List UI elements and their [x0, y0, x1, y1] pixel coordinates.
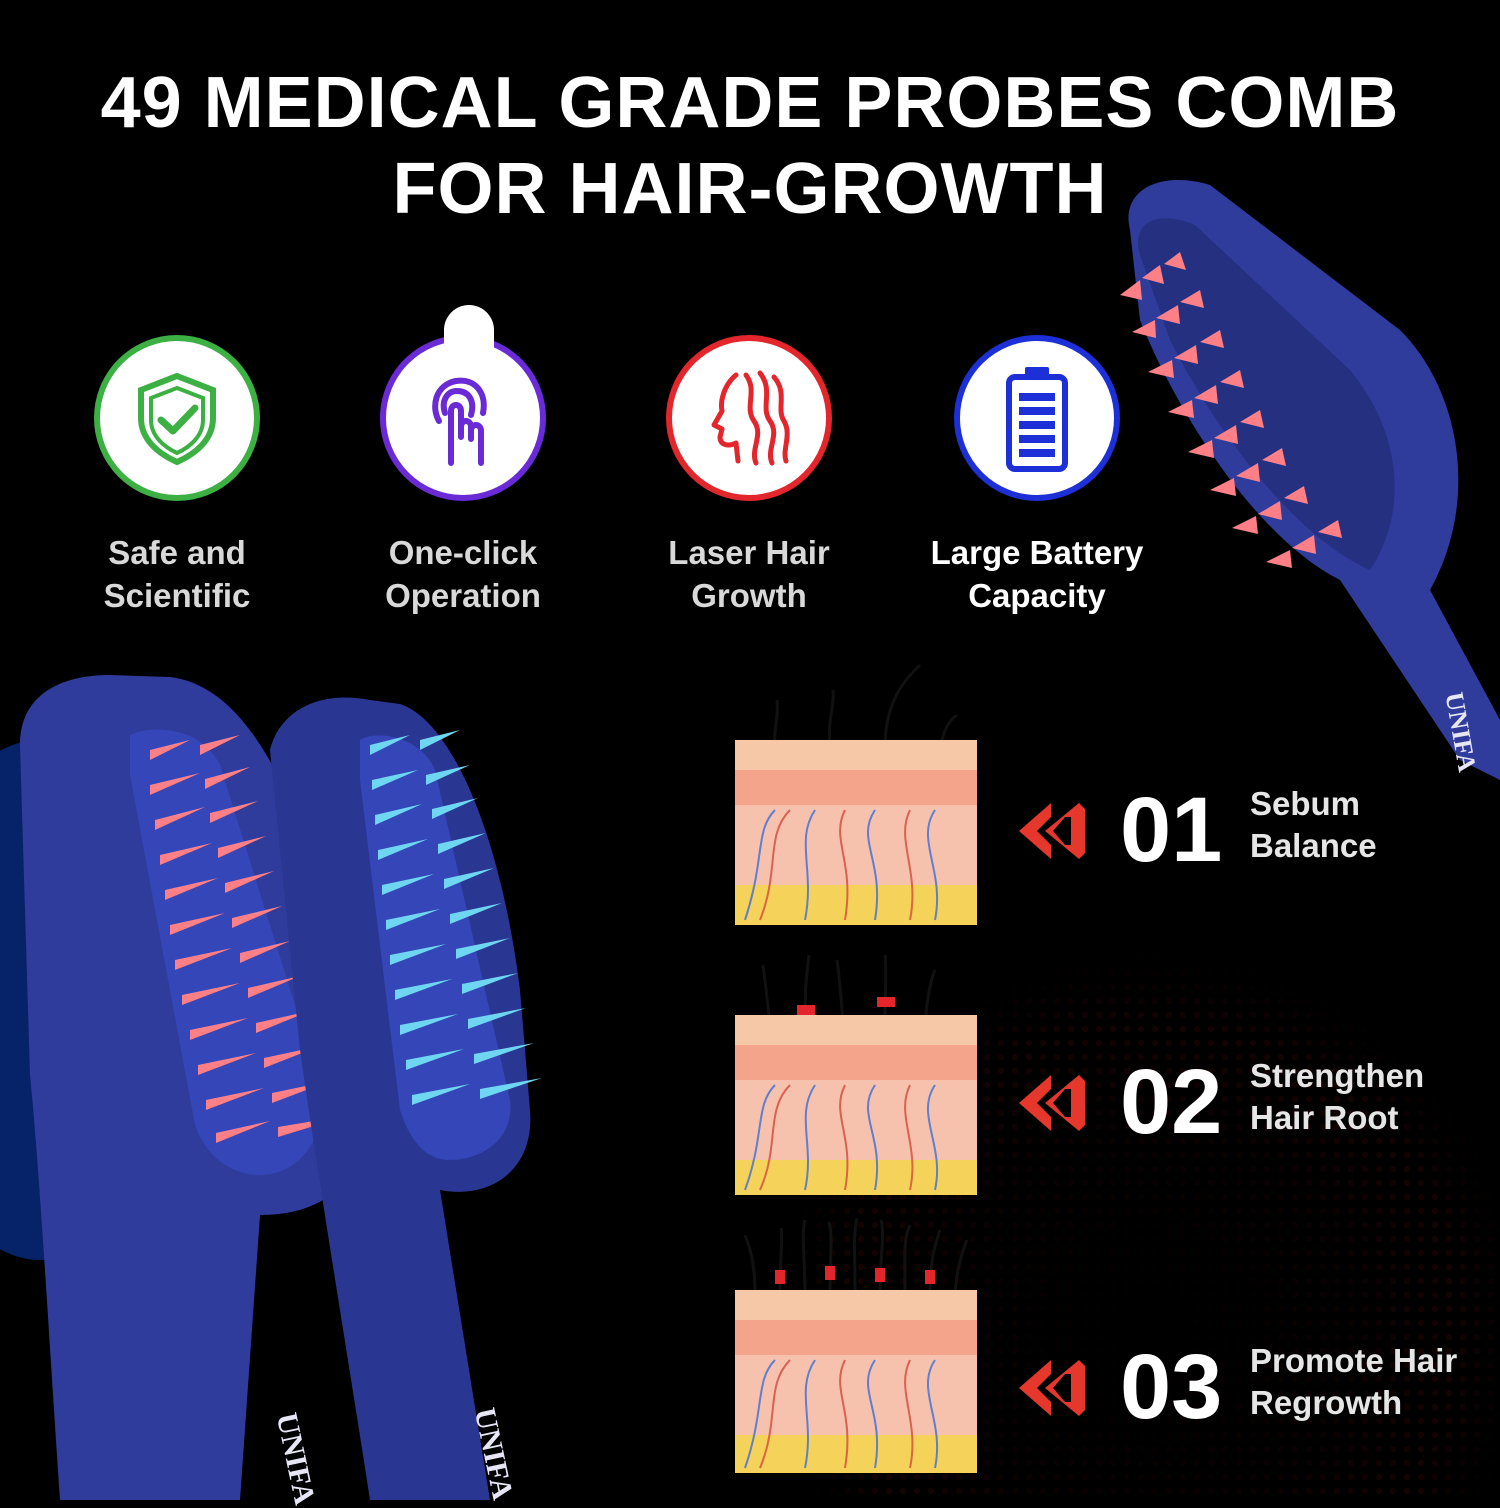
feature-laser-hair: Laser Hair Growth: [624, 335, 874, 617]
shield-check-icon: [138, 372, 216, 466]
feature-one-click: One-click Operation: [338, 305, 588, 617]
feature-label-line-1: Laser Hair: [668, 534, 830, 571]
step-number: 02: [1120, 1051, 1223, 1153]
step-03: 03 Promote Hair Regrowth: [1015, 1332, 1485, 1442]
step-label-line-1: Sebum: [1250, 785, 1361, 822]
step-label-line-2: Balance: [1250, 827, 1377, 864]
feature-label-line-1: Safe and: [108, 534, 246, 571]
double-arrow-left-icon: [1019, 803, 1085, 859]
feature-label-line-1: One-click: [388, 534, 538, 571]
title-line-1: 49 MEDICAL GRADE PROBES COMB: [100, 63, 1400, 143]
double-arrow-left-icon: [1019, 1075, 1085, 1131]
step-label-line-2: Regrowth: [1250, 1384, 1403, 1421]
step-label-line-2: Hair Root: [1250, 1099, 1399, 1136]
step-label-line-1: Promote Hair: [1250, 1342, 1458, 1379]
feature-safe: Safe and Scientific: [52, 335, 302, 617]
step-number: 03: [1120, 1336, 1223, 1438]
step-label-line-1: Strengthen: [1250, 1057, 1425, 1094]
step-01: 01 Sebum Balance: [1015, 775, 1485, 885]
battery-icon: [1006, 367, 1068, 472]
feature-label-line-2: Growth: [691, 577, 807, 614]
feature-label-line-2: Operation: [385, 577, 541, 614]
hair-profile-icon: [711, 370, 790, 466]
skin-diagram-regrowth: [735, 1217, 977, 1473]
step-02: 02 Strengthen Hair Root: [1015, 1047, 1485, 1157]
feature-label-line-2: Capacity: [968, 577, 1106, 614]
finger-touch-icon: [432, 377, 487, 466]
comb-image-red: [20, 675, 365, 1500]
skin-diagram-sebum: [735, 663, 977, 925]
comb-image-blue: [270, 697, 542, 1500]
page-title: 49 MEDICAL GRADE PROBES COMB FOR HAIR-GR…: [0, 60, 1500, 232]
title-line-2: FOR HAIR-GROWTH: [392, 149, 1108, 229]
feature-label-line-1: Large Battery: [930, 534, 1144, 571]
feature-battery: Large Battery Capacity: [912, 335, 1162, 617]
feature-label-line-2: Scientific: [103, 577, 251, 614]
skin-diagram-root: [735, 954, 977, 1195]
comb-image-top-right: [1120, 180, 1500, 780]
step-number: 01: [1120, 779, 1223, 881]
double-arrow-left-icon: [1019, 1360, 1085, 1416]
